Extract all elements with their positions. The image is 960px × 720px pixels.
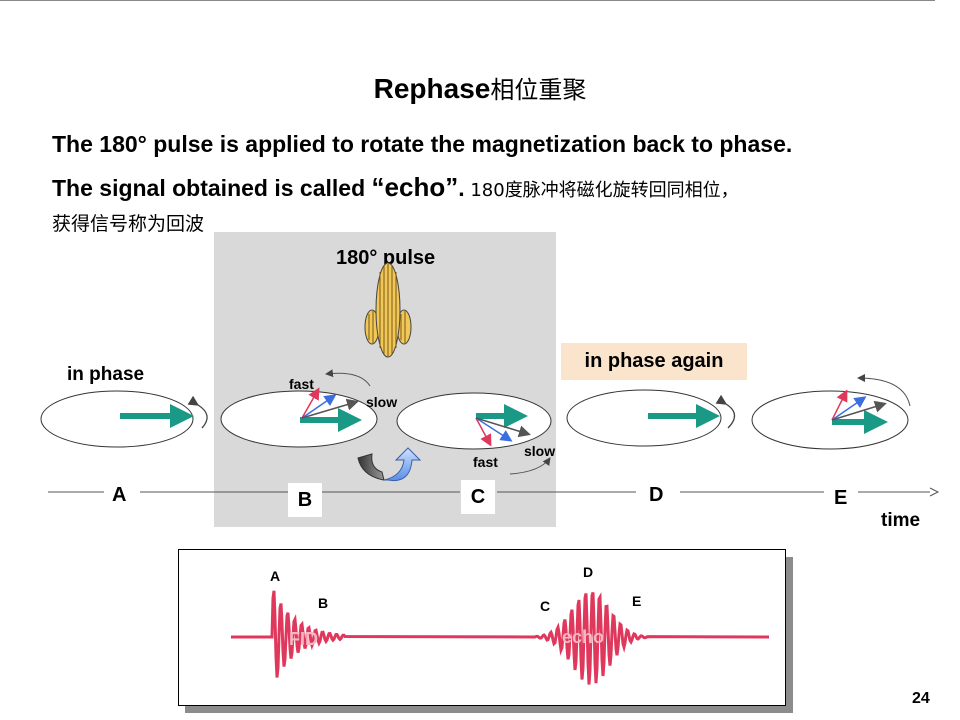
timeline-label-e: E bbox=[834, 487, 848, 509]
signal-label-e: E bbox=[632, 593, 642, 609]
signal-label-c: C bbox=[540, 598, 551, 614]
rotation-arc-e bbox=[857, 374, 911, 407]
flip-arrow-icon bbox=[357, 447, 422, 482]
dephasing-vectors-b bbox=[301, 387, 359, 419]
title-main: Rephase bbox=[373, 73, 491, 104]
rotation-arc-d bbox=[715, 394, 736, 429]
slow-label-b: slow bbox=[366, 394, 398, 410]
fid-label: FID bbox=[289, 629, 318, 649]
in-phase-again-label: in phase again bbox=[561, 343, 747, 380]
signal-label-a: A bbox=[270, 568, 281, 584]
timeline-label-a: A bbox=[112, 484, 127, 506]
rotation-arc-a bbox=[187, 395, 208, 429]
slide-title: Rephase相位重聚 bbox=[0, 70, 960, 105]
signal-label-b: B bbox=[318, 595, 329, 611]
in-phase-label: in phase bbox=[67, 364, 145, 385]
statement-line-1: The 180° pulse is applied to rotate the … bbox=[52, 131, 793, 157]
page-number: 24 bbox=[912, 690, 930, 707]
line2-pre: The signal obtained is called bbox=[52, 175, 372, 201]
signal-waveform bbox=[231, 590, 770, 685]
pulse-label: 180° pulse bbox=[336, 247, 436, 269]
open-quote: “ bbox=[371, 172, 385, 202]
spin-ellipse-b bbox=[220, 390, 378, 448]
rf-pulse-icon bbox=[364, 262, 412, 358]
spin-ellipse-e bbox=[751, 390, 909, 450]
rephasing-vectors-c bbox=[475, 417, 531, 447]
statement-line-3: 获得信号称为回波 bbox=[52, 213, 205, 235]
timeline-label-b: B bbox=[288, 483, 322, 517]
refocusing-vectors-e bbox=[831, 389, 887, 421]
rotation-arc-c bbox=[509, 457, 551, 475]
timeline-arrowhead bbox=[929, 487, 940, 497]
line2-period: . bbox=[458, 175, 465, 201]
timeline-label-d: D bbox=[649, 484, 664, 506]
close-quote: ” bbox=[445, 172, 459, 202]
echo-label: echo bbox=[562, 627, 605, 647]
echo-word: echo bbox=[384, 172, 446, 202]
top-rule bbox=[0, 0, 935, 1]
slow-label-c: slow bbox=[524, 443, 556, 459]
fast-label-b: fast bbox=[289, 376, 314, 392]
title-cn: 相位重聚 bbox=[490, 76, 587, 104]
timeline-label-c: C bbox=[461, 480, 495, 514]
fast-label-c: fast bbox=[473, 454, 498, 470]
line2-cn: 180度脉冲将磁化旋转回同相位， bbox=[464, 180, 739, 201]
signal-label-d: D bbox=[583, 564, 594, 580]
rotation-arc-b bbox=[325, 369, 371, 387]
time-axis-label: time bbox=[881, 510, 921, 531]
spin-ellipse-d bbox=[566, 389, 722, 447]
statement-line-2: The signal obtained is called “echo”. 18… bbox=[52, 172, 739, 203]
